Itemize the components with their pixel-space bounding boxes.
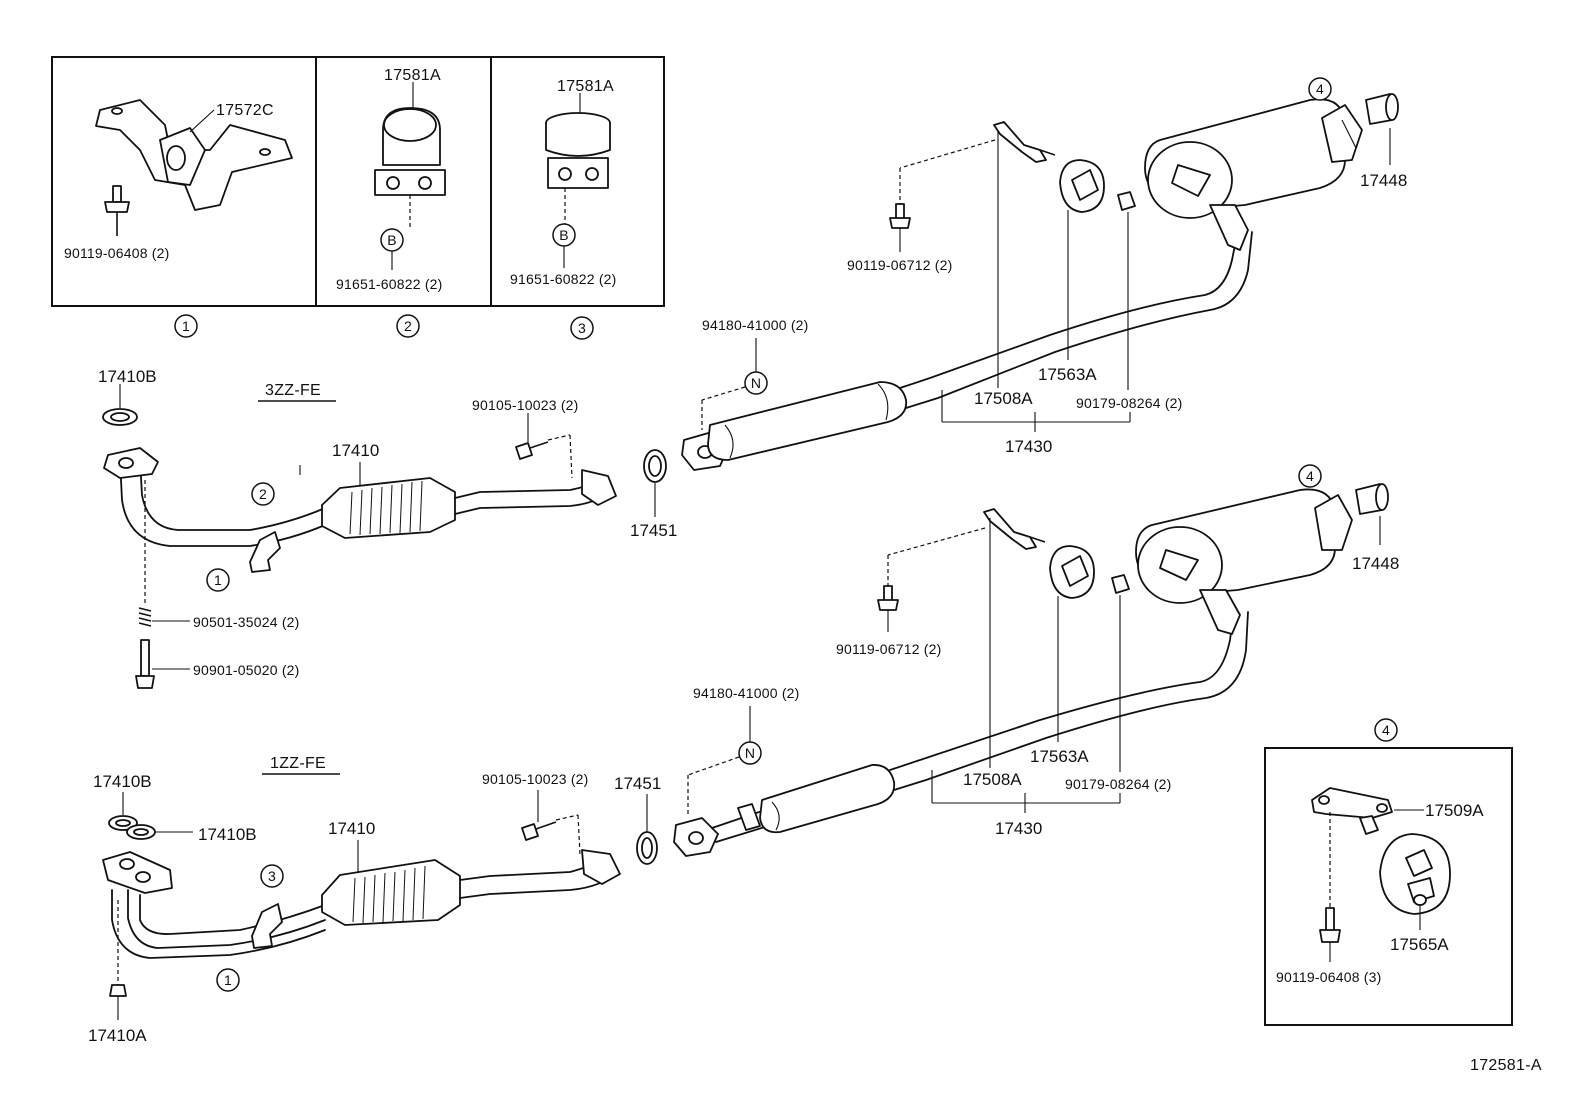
label-17563A-bottom: 17563A bbox=[1030, 747, 1089, 766]
bolt-90119-06408-drawing bbox=[104, 185, 130, 236]
marker-n-bottom: N bbox=[745, 745, 755, 761]
engine-label-3zz-fe: 3ZZ-FE bbox=[265, 382, 321, 399]
marker-1-bottom-pipe: 1 bbox=[224, 972, 232, 988]
top-exhaust-system: 3ZZ-FE 17410B 2 1 17410 bbox=[98, 77, 1407, 689]
label-17581A-panel2: 17581A bbox=[384, 67, 441, 84]
label-90119-06408-inset: 90119-06408 (2) bbox=[64, 245, 169, 261]
label-17410B-bottom-b: 17410B bbox=[198, 825, 257, 844]
label-17451-bottom: 17451 bbox=[614, 774, 661, 793]
label-90501-35024: 90501-35024 (2) bbox=[193, 614, 300, 630]
label-17448-top: 17448 bbox=[1360, 171, 1407, 190]
label-17448-bottom: 17448 bbox=[1352, 554, 1399, 573]
label-17509A: 17509A bbox=[1425, 801, 1484, 820]
inset-4-number: 4 bbox=[1382, 722, 1390, 738]
label-90179-08264-bottom: 90179-08264 (2) bbox=[1065, 776, 1172, 792]
label-17410-bottom: 17410 bbox=[328, 819, 375, 838]
label-91651-60822-panel2: 91651-60822 (2) bbox=[336, 276, 443, 292]
marker-3-bottom-pipe: 3 bbox=[268, 868, 276, 884]
label-17565A: 17565A bbox=[1390, 935, 1449, 954]
marker-b-panel2: B bbox=[387, 232, 397, 248]
diagram-id: 172581-A bbox=[1470, 1057, 1542, 1074]
label-17430-bottom: 17430 bbox=[995, 819, 1042, 838]
bracket-17572C-drawing bbox=[95, 99, 293, 211]
label-17410-top: 17410 bbox=[332, 441, 379, 460]
label-90119-06712-bottom: 90119-06712 (2) bbox=[836, 641, 941, 657]
label-17563A-top: 17563A bbox=[1038, 365, 1097, 384]
panel-number-2: 2 bbox=[404, 318, 412, 334]
label-17451-top: 17451 bbox=[630, 521, 677, 540]
label-17410B-top: 17410B bbox=[98, 367, 157, 386]
inset-box-4: 4 17509A 17565A 90119-06408 (3) bbox=[1264, 718, 1513, 1026]
panel-number-3: 3 bbox=[578, 320, 586, 336]
label-17410A: 17410A bbox=[88, 1026, 147, 1045]
label-17581A-panel3: 17581A bbox=[557, 78, 614, 95]
label-17430-top: 17430 bbox=[1005, 437, 1052, 456]
label-90901-05020: 90901-05020 (2) bbox=[193, 662, 300, 678]
label-90179-08264-top: 90179-08264 (2) bbox=[1076, 395, 1183, 411]
label-17508A-top: 17508A bbox=[974, 389, 1033, 408]
hanger-17581A-drawing-3 bbox=[545, 112, 611, 228]
engine-label-1zz-fe: 1ZZ-FE bbox=[270, 755, 326, 772]
label-91651-60822-panel3: 91651-60822 (2) bbox=[510, 271, 617, 287]
label-17410B-bottom-a: 17410B bbox=[93, 772, 152, 791]
marker-2-top-pipe: 2 bbox=[259, 486, 267, 502]
inset-box-123: 17572C 90119-06408 (2) 17581A 17581A B B… bbox=[51, 56, 665, 307]
label-90119-06712-top: 90119-06712 (2) bbox=[847, 257, 952, 273]
hanger-17581A-drawing-2 bbox=[374, 107, 446, 228]
label-94180-41000-top: 94180-41000 (2) bbox=[702, 317, 809, 333]
marker-4-top: 4 bbox=[1316, 81, 1324, 97]
label-90119-06408-inset4: 90119-06408 (3) bbox=[1276, 969, 1381, 985]
label-17572C: 17572C bbox=[216, 102, 274, 119]
marker-4-bottom: 4 bbox=[1306, 468, 1314, 484]
label-94180-41000-bottom: 94180-41000 (2) bbox=[693, 685, 800, 701]
label-90105-10023-bottom: 90105-10023 (2) bbox=[482, 771, 589, 787]
marker-1-top-pipe: 1 bbox=[214, 572, 222, 588]
marker-b-panel3: B bbox=[559, 227, 569, 243]
marker-n-top: N bbox=[751, 375, 761, 391]
bottom-exhaust-system: 1ZZ-FE 17410B 17410B 17410 17410A 3 bbox=[88, 464, 1399, 1045]
label-17508A-bottom: 17508A bbox=[963, 770, 1022, 789]
label-90105-10023-top: 90105-10023 (2) bbox=[472, 397, 579, 413]
panel-number-1: 1 bbox=[182, 318, 190, 334]
